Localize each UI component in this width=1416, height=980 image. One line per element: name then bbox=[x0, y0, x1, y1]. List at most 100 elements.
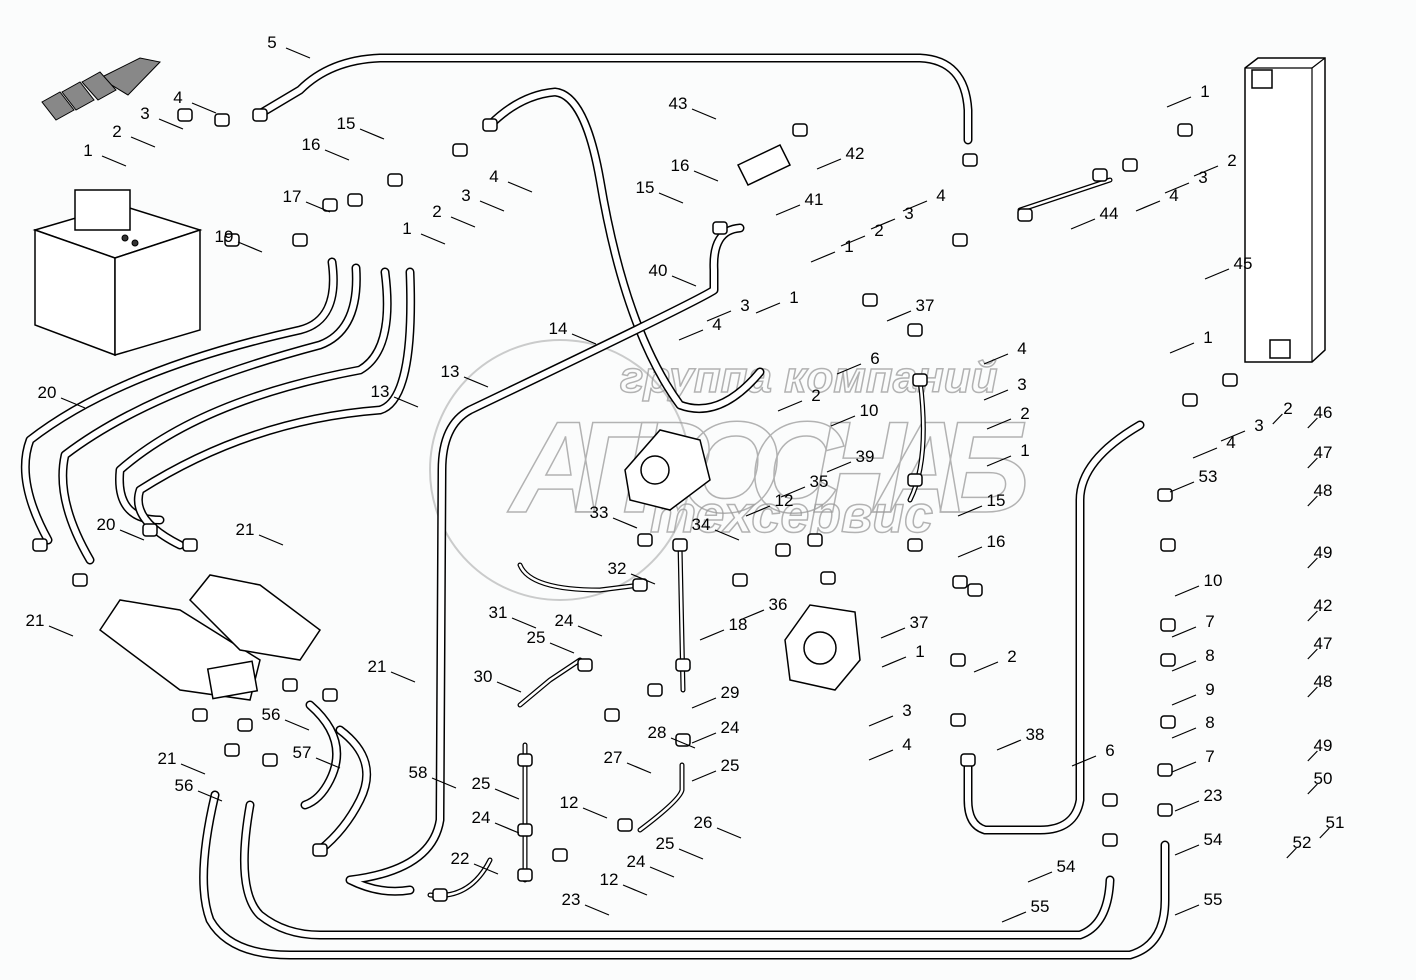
leader-line bbox=[1164, 182, 1190, 194]
leader-line bbox=[285, 47, 311, 59]
leader-line bbox=[986, 455, 1012, 467]
fitting bbox=[432, 888, 448, 902]
leader-line bbox=[716, 827, 742, 839]
watermark-logo: группа компаний АГРОСНАБ техсервис bbox=[429, 339, 1031, 601]
leader-line bbox=[706, 310, 732, 322]
fitting bbox=[907, 538, 923, 552]
fitting bbox=[820, 571, 836, 585]
leader-line bbox=[549, 642, 575, 654]
leader-line bbox=[691, 770, 717, 782]
fitting bbox=[637, 533, 653, 547]
leader-line bbox=[996, 739, 1022, 751]
fitting bbox=[517, 823, 533, 837]
leader-line bbox=[60, 397, 86, 409]
fitting bbox=[962, 153, 978, 167]
fitting bbox=[1160, 618, 1176, 632]
callout-label: 24 bbox=[472, 808, 491, 827]
leader-line bbox=[393, 396, 419, 408]
fitting bbox=[224, 233, 240, 247]
hose bbox=[255, 55, 971, 143]
fitting bbox=[182, 538, 198, 552]
fitting bbox=[1017, 208, 1033, 222]
callout-label: 56 bbox=[262, 705, 281, 724]
fitting bbox=[967, 583, 983, 597]
callout-label: 25 bbox=[472, 774, 491, 793]
callout-label: 43 bbox=[669, 94, 688, 113]
callout-label: 2 bbox=[811, 386, 820, 405]
fitting bbox=[142, 523, 158, 537]
hose bbox=[487, 89, 763, 412]
callout-label: 32 bbox=[608, 559, 627, 578]
fitting bbox=[387, 173, 403, 187]
fitting bbox=[252, 108, 268, 122]
leader-line bbox=[511, 617, 537, 629]
callout-label: 7 bbox=[1205, 612, 1214, 631]
fitting bbox=[322, 198, 338, 212]
fitting bbox=[775, 543, 791, 557]
leader-line bbox=[191, 102, 217, 114]
fitting bbox=[862, 293, 878, 307]
leader-line bbox=[699, 629, 725, 641]
hose bbox=[347, 225, 743, 895]
leader-line bbox=[840, 235, 866, 247]
callout-label: 1 bbox=[402, 219, 411, 238]
leader-line bbox=[622, 884, 648, 896]
callout-label: 2 bbox=[1283, 399, 1292, 418]
callout-label: 25 bbox=[527, 628, 546, 647]
callout-label: 5 bbox=[267, 33, 276, 52]
leader-line bbox=[810, 251, 836, 263]
callout-label: 2 bbox=[874, 221, 883, 240]
callout-label: 1 bbox=[915, 642, 924, 661]
leader-line bbox=[957, 505, 983, 517]
callout-label: 4 bbox=[1017, 339, 1026, 358]
callout-label: 7 bbox=[1205, 747, 1214, 766]
leader-line bbox=[986, 418, 1012, 430]
callout-label: 3 bbox=[1254, 416, 1263, 435]
leader-line bbox=[119, 529, 145, 541]
leader-line bbox=[1307, 648, 1318, 660]
fitting bbox=[224, 743, 240, 757]
callout-label: 34 bbox=[692, 515, 711, 534]
callout-label: 47 bbox=[1314, 634, 1333, 653]
leader-line bbox=[359, 128, 385, 140]
leader-line bbox=[130, 136, 156, 148]
callout-label: 18 bbox=[729, 615, 748, 634]
callout-label: 15 bbox=[987, 491, 1006, 510]
callout-label: 4 bbox=[1169, 186, 1178, 205]
leader-line bbox=[658, 192, 684, 204]
callout-label: 1 bbox=[1020, 441, 1029, 460]
leader-line bbox=[1171, 694, 1197, 706]
leader-line bbox=[1307, 495, 1318, 507]
callout-label: 53 bbox=[1199, 467, 1218, 486]
callout-label: 31 bbox=[489, 603, 508, 622]
leader-line bbox=[577, 625, 603, 637]
leader-line bbox=[836, 363, 862, 375]
fitting bbox=[907, 323, 923, 337]
callout-label: 58 bbox=[409, 763, 428, 782]
leader-line bbox=[678, 329, 704, 341]
fitting bbox=[647, 683, 663, 697]
leader-line bbox=[1166, 96, 1192, 108]
leader-line bbox=[507, 181, 533, 193]
callout-label: 4 bbox=[902, 735, 911, 754]
callout-label: 49 bbox=[1314, 543, 1333, 562]
leader-line bbox=[868, 749, 894, 761]
leader-line bbox=[158, 118, 184, 130]
callout-label: 6 bbox=[870, 349, 879, 368]
fitting bbox=[950, 653, 966, 667]
leader-line bbox=[630, 573, 656, 585]
callout-label: 16 bbox=[987, 532, 1006, 551]
leader-line bbox=[816, 158, 842, 170]
callout-label: 3 bbox=[140, 104, 149, 123]
fitting bbox=[604, 708, 620, 722]
leader-line bbox=[237, 241, 263, 253]
leader-line bbox=[881, 656, 907, 668]
callout-label: 1 bbox=[83, 141, 92, 160]
callout-label: 26 bbox=[694, 813, 713, 832]
callout-label: 2 bbox=[1007, 647, 1016, 666]
callout-label: 39 bbox=[856, 447, 875, 466]
fitting bbox=[237, 718, 253, 732]
callout-label: 3 bbox=[740, 296, 749, 315]
leader-line bbox=[494, 822, 520, 834]
